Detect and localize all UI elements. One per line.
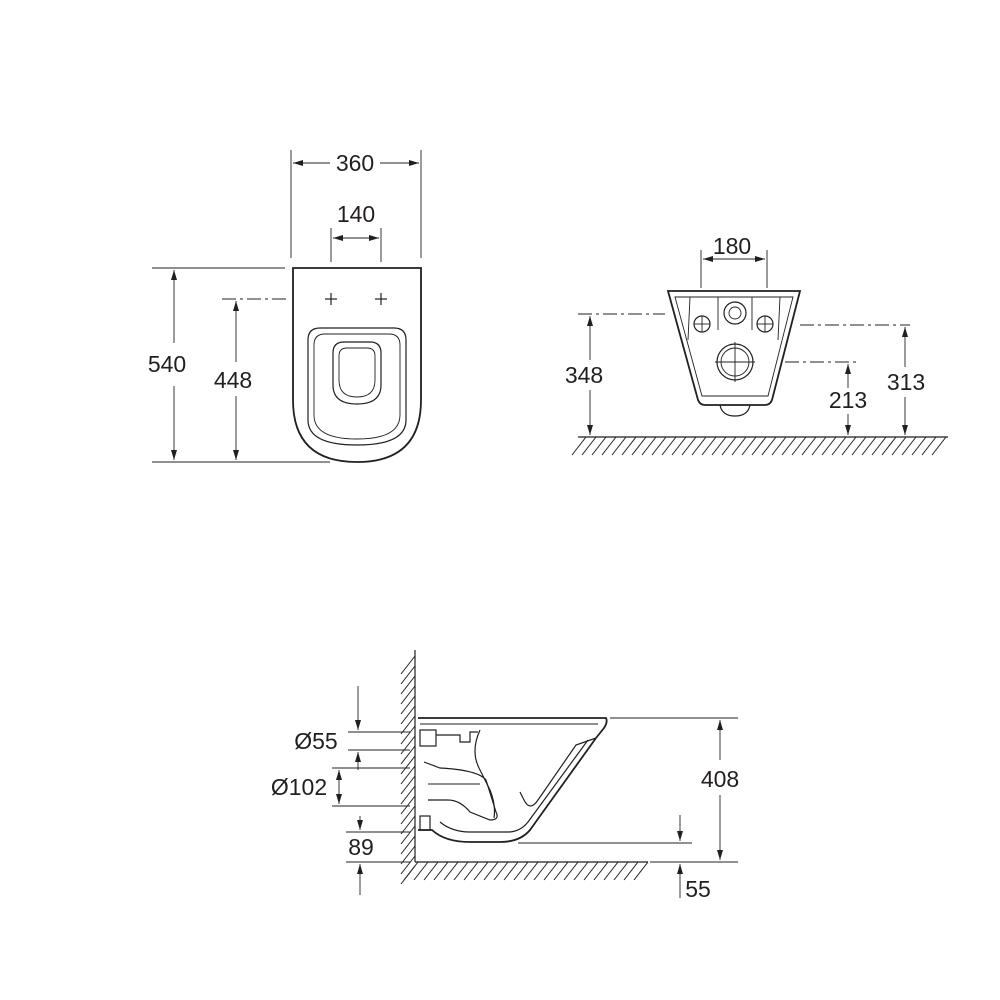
side-body-outline [418, 737, 597, 843]
rear-view: 180 348 313 213 [565, 233, 948, 456]
front-view: 360 140 540 448 [148, 150, 422, 463]
dim-floor-offset: 55 [685, 876, 711, 902]
side-rim [418, 717, 608, 739]
dim-inlet-height: 313 [887, 369, 925, 395]
side-inlet-fitting [419, 729, 437, 747]
wall-hatching [400, 655, 416, 885]
dim-overall-length: 540 [148, 351, 186, 377]
side-trap [423, 761, 498, 821]
inner-bowl [332, 341, 382, 405]
seat-opening-inner [313, 333, 401, 440]
dim-bolt-distance: 448 [214, 367, 252, 393]
rear-body-outline [666, 290, 802, 406]
rear-body-inner [674, 296, 794, 397]
dim-outlet-height-rear: 213 [829, 387, 867, 413]
floor-hatching-rear [571, 436, 947, 456]
rear-inlet [723, 301, 747, 325]
seat-opening [307, 327, 407, 446]
dim-overall-width: 360 [336, 150, 374, 176]
bolt-mark-right [375, 293, 387, 305]
side-bowl-inner [439, 729, 589, 833]
side-outlet-fitting [419, 815, 431, 831]
dim-outlet-diameter: Ø102 [271, 774, 327, 800]
dim-outlet-height-side: 89 [348, 834, 374, 860]
floor-hatching-side [403, 861, 649, 881]
inner-bowl-core [338, 347, 376, 398]
side-view: Ø55 Ø102 89 408 55 [271, 650, 739, 902]
bolt-mark-left [325, 293, 337, 305]
dim-bolt-height: 348 [565, 362, 603, 388]
dim-inlet-diameter: Ø55 [294, 728, 337, 754]
bowl-outline [292, 267, 422, 463]
rear-outlet-bump [719, 404, 751, 417]
dim-rim-height: 408 [701, 766, 739, 792]
dim-bolt-spacing: 140 [337, 201, 375, 227]
dim-connection-width: 180 [713, 233, 751, 259]
